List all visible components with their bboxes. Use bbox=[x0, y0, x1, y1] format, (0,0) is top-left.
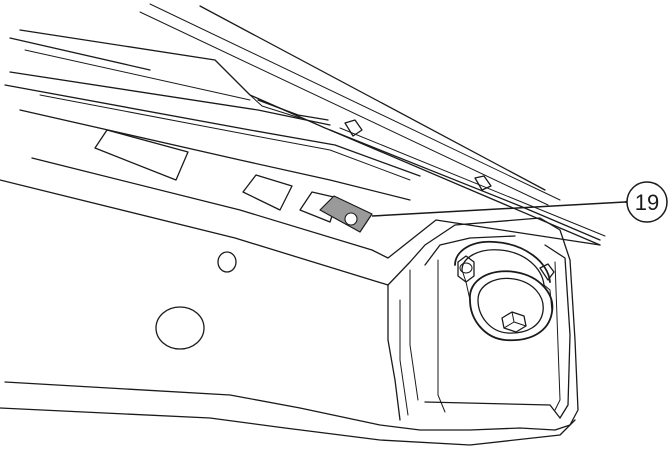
base-bottom-edge bbox=[0, 381, 576, 446]
base-front-edge bbox=[0, 157, 601, 286]
callout-19-leader bbox=[371, 196, 638, 217]
caster-wheel bbox=[454, 240, 555, 342]
panel-cutouts bbox=[94, 129, 339, 223]
bracket-plate bbox=[319, 195, 373, 233]
upper-panel-edges bbox=[4, 3, 606, 246]
side-holes bbox=[155, 251, 237, 350]
callout-19-number: 19 bbox=[635, 190, 659, 215]
callout-19-circle bbox=[626, 181, 668, 223]
rail-slots bbox=[344, 119, 492, 191]
callout-19: 19 bbox=[371, 181, 668, 223]
corner-housing bbox=[387, 217, 579, 431]
